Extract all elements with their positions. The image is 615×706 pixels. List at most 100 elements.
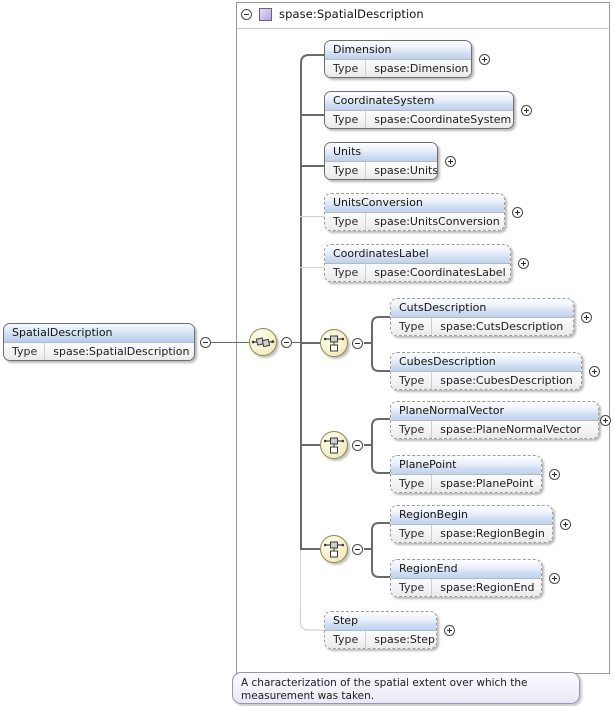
expand-icon-planepoint[interactable]	[549, 469, 560, 480]
trunk-bottom-curve	[299, 612, 326, 631]
element-type-row: Type spase:CubesDescription	[391, 372, 581, 389]
connector-root-to-sequence	[211, 342, 250, 343]
element-box-cutsdescription[interactable]: CutsDescription Type spase:CutsDescripti…	[390, 298, 574, 336]
type-value: spase:CubesDescription	[440, 374, 573, 387]
expand-icon-unitsconversion[interactable]	[512, 207, 523, 218]
expand-icon-regionend[interactable]	[549, 573, 560, 584]
type-label: Type	[325, 111, 367, 128]
element-name: SpatialDescription	[4, 324, 194, 343]
choice-fork-plane	[364, 418, 392, 474]
expand-icon-regionbegin[interactable]	[560, 519, 571, 530]
type-label: Type	[391, 579, 433, 596]
connector-trunk-units	[300, 165, 324, 167]
choice-compositor-icon-plane[interactable]	[320, 431, 348, 459]
element-box-unitsconversion[interactable]: UnitsConversion Type spase:UnitsConversi…	[324, 193, 505, 231]
trunk-line-main	[300, 67, 302, 550]
element-type-row: Type spase:CoordinateSystem	[325, 111, 513, 128]
connector-trunk-unitsconversion	[300, 216, 324, 217]
sequence-compositor-icon[interactable]	[249, 328, 277, 356]
type-label: Type	[391, 318, 433, 335]
element-name: PlanePoint	[391, 456, 541, 475]
type-label: Type	[391, 475, 433, 492]
container-divider	[237, 28, 609, 29]
type-label: Type	[325, 264, 367, 281]
complex-type-icon	[259, 7, 272, 21]
choice-fork-region	[364, 522, 392, 578]
choice-compositor-icon-cuts-cubes[interactable]	[320, 329, 348, 357]
element-box-regionend[interactable]: RegionEnd Type spase:RegionEnd	[390, 559, 542, 597]
element-box-coordinatesystem[interactable]: CoordinateSystem Type spase:CoordinateSy…	[324, 91, 514, 129]
element-type-row: Type spase:UnitsConversion	[325, 213, 504, 230]
connector-sequence-to-trunk	[292, 342, 302, 343]
choice-collapse-icon-cuts-cubes[interactable]	[352, 338, 363, 349]
type-value: spase:PlanePoint	[440, 477, 534, 490]
element-box-step[interactable]: Step Type spase:Step	[324, 611, 437, 649]
element-type-row: Type spase:Units	[325, 162, 438, 179]
element-box-planepoint[interactable]: PlanePoint Type spase:PlanePoint	[390, 455, 542, 493]
type-label: Type	[325, 631, 367, 648]
element-type-row: Type spase:CutsDescription	[391, 318, 573, 335]
connector-trunk-choice-region	[300, 548, 320, 550]
type-value: spase:RegionBegin	[440, 527, 545, 540]
type-value: spase:UnitsConversion	[374, 215, 500, 228]
type-value: spase:Step	[374, 633, 435, 646]
element-name: CutsDescription	[391, 299, 573, 318]
element-name: Dimension	[325, 41, 471, 60]
type-value: spase:CutsDescription	[440, 320, 564, 333]
type-label: Type	[325, 60, 367, 77]
element-box-spatialdescription[interactable]: SpatialDescription Type spase:SpatialDes…	[3, 323, 195, 361]
element-box-coordinateslabel[interactable]: CoordinatesLabel Type spase:CoordinatesL…	[324, 244, 511, 282]
container-collapse-icon[interactable]	[241, 8, 252, 20]
container-header: spase:SpatialDescription	[241, 7, 424, 21]
annotation-text: A characterization of the spatial extent…	[241, 677, 528, 702]
element-box-cubesdescription[interactable]: CubesDescription Type spase:CubesDescrip…	[390, 352, 582, 390]
trunk-line-to-step	[300, 549, 301, 623]
choice-fork-cuts-cubes	[364, 316, 392, 372]
element-name: RegionBegin	[391, 506, 552, 525]
expand-icon-cubesdescription[interactable]	[589, 366, 600, 377]
type-label: Type	[391, 525, 433, 542]
expand-icon-step[interactable]	[444, 625, 455, 636]
element-name: CoordinatesLabel	[325, 245, 510, 264]
sequence-collapse-icon[interactable]	[281, 337, 292, 348]
element-name: Units	[325, 143, 437, 162]
element-type-row: Type spase:SpatialDescription	[4, 343, 194, 360]
root-collapse-icon[interactable]	[200, 337, 211, 348]
choice-collapse-icon-plane[interactable]	[352, 440, 363, 451]
element-box-regionbegin[interactable]: RegionBegin Type spase:RegionBegin	[390, 505, 553, 543]
type-value: spase:SpatialDescription	[53, 345, 190, 358]
expand-icon-dimension[interactable]	[479, 54, 490, 65]
element-name: RegionEnd	[391, 560, 541, 579]
type-value: spase:PlaneNormalVector	[440, 423, 581, 436]
element-type-row: Type spase:RegionBegin	[391, 525, 552, 542]
element-name: CoordinateSystem	[325, 92, 513, 111]
element-type-row: Type spase:PlaneNormalVector	[391, 421, 598, 438]
type-value: spase:CoordinatesLabel	[374, 266, 506, 279]
type-label: Type	[325, 162, 367, 179]
expand-icon-units[interactable]	[445, 156, 456, 167]
type-value: spase:RegionEnd	[440, 581, 535, 594]
element-box-units[interactable]: Units Type spase:Units	[324, 142, 438, 180]
expand-icon-coordinateslabel[interactable]	[518, 258, 529, 269]
element-box-dimension[interactable]: Dimension Type spase:Dimension	[324, 40, 472, 78]
type-label: Type	[391, 421, 433, 438]
expand-icon-planenormalvector[interactable]	[600, 415, 611, 426]
element-type-row: Type spase:Dimension	[325, 60, 471, 77]
element-name: Step	[325, 612, 436, 631]
connector-trunk-coordinatesystem	[300, 114, 324, 116]
element-name: PlaneNormalVector	[391, 402, 598, 421]
type-value: spase:Units	[374, 164, 438, 177]
type-label: Type	[4, 343, 46, 360]
expand-icon-coordinatesystem[interactable]	[521, 105, 532, 116]
element-box-planenormalvector[interactable]: PlaneNormalVector Type spase:PlaneNormal…	[390, 401, 599, 439]
expand-icon-cutsdescription[interactable]	[581, 312, 592, 323]
choice-collapse-icon-region[interactable]	[352, 544, 363, 555]
choice-compositor-icon-region[interactable]	[320, 535, 348, 563]
container-title: spase:SpatialDescription	[279, 7, 424, 21]
type-label: Type	[325, 213, 367, 230]
connector-trunk-choice-cuts	[300, 342, 320, 344]
connector-trunk-choice-plane	[300, 444, 320, 446]
element-name: UnitsConversion	[325, 194, 504, 213]
connector-trunk-coordinateslabel	[300, 267, 324, 268]
type-value: spase:Dimension	[374, 62, 469, 75]
